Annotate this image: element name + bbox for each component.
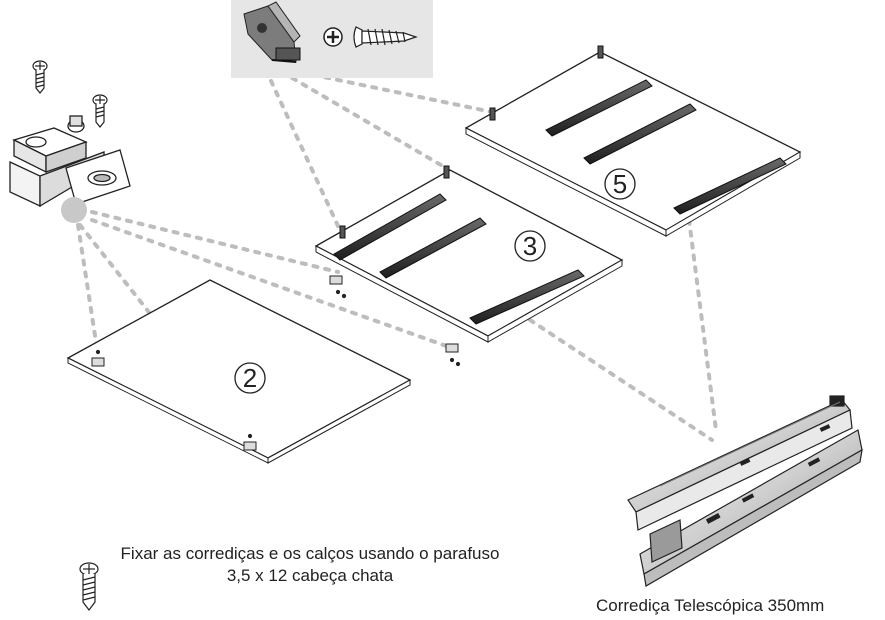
panel-5: 5 <box>464 45 802 237</box>
corner-bracket-icon <box>243 1 301 63</box>
slide-caption: Corrediça Telescópica 350mm <box>596 596 825 615</box>
guide-line <box>264 68 340 228</box>
drawer-rail <box>333 193 585 325</box>
screw-icon <box>92 94 108 128</box>
bracket-pin <box>339 165 450 239</box>
panel-2: 2 <box>66 279 412 464</box>
bracket-pin <box>489 45 604 121</box>
guide-line <box>90 218 454 350</box>
telescopic-slide-icon <box>627 395 863 587</box>
guide-line <box>528 318 714 442</box>
screw-icon <box>32 60 48 94</box>
guide-line <box>76 223 100 357</box>
hinge-plate-icon <box>9 60 131 223</box>
instruction-line-1: Fixar as corrediças e os calços usando o… <box>120 544 500 563</box>
wood-screw-icon <box>353 26 418 48</box>
instruction-text: Fixar as corrediças e os calços usando o… <box>60 543 560 587</box>
hardware-inset <box>231 0 433 78</box>
panel-3: 3 <box>314 165 624 367</box>
hole-marker <box>61 197 87 223</box>
panel-number-badge <box>604 168 636 200</box>
phillips-head-icon <box>323 27 343 47</box>
spacer-block <box>91 349 257 451</box>
flat-head-screw-icon <box>79 562 99 611</box>
guide-line <box>684 194 718 432</box>
panel-number: 2 <box>243 363 257 393</box>
panel-number-badge <box>514 230 546 262</box>
guide-line <box>280 70 448 170</box>
panel-number-badge <box>234 362 266 394</box>
spacer-block <box>329 275 461 367</box>
drawer-rail <box>545 79 787 215</box>
panel-number: 5 <box>613 169 627 199</box>
instruction-line-2: 3,5 x 12 cabeça chata <box>226 566 394 585</box>
panel-number: 3 <box>523 231 537 261</box>
